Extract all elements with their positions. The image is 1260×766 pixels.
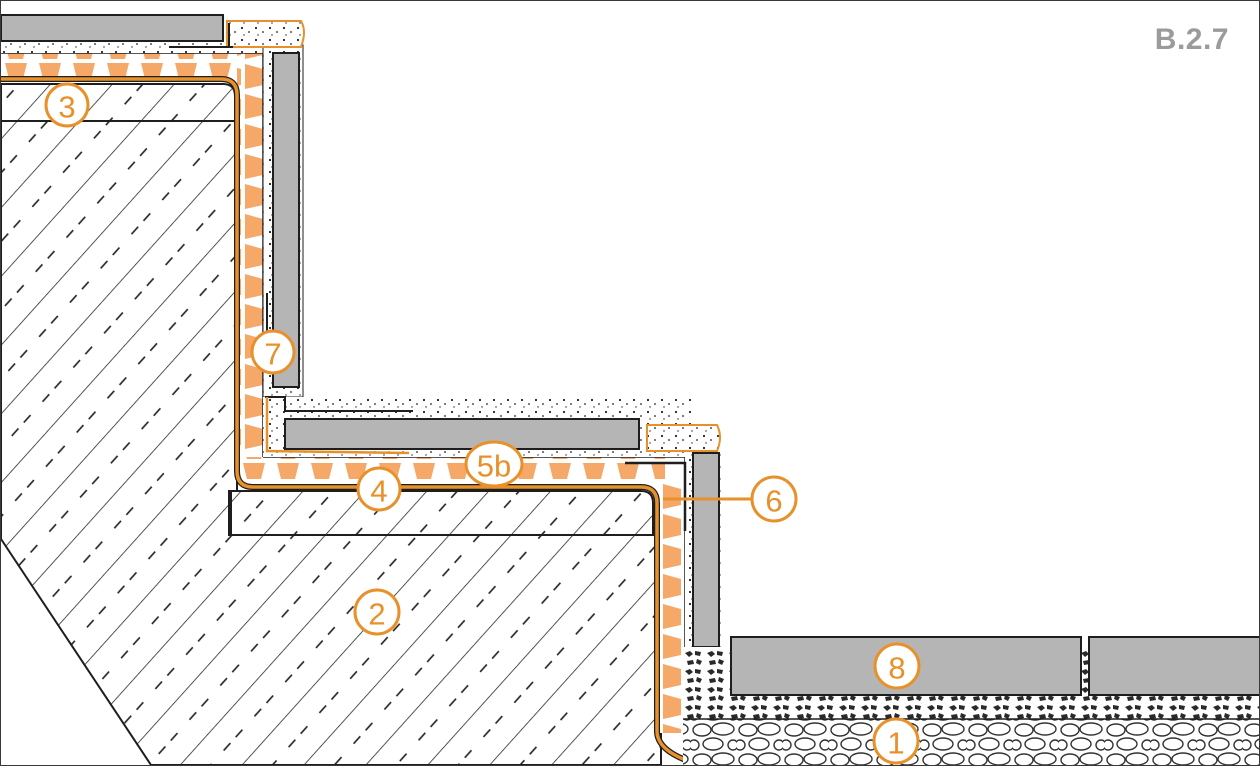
waterproof-membrane	[1, 76, 702, 765]
callout-2: 2	[353, 588, 401, 636]
callout-6: 6	[750, 475, 798, 523]
callout-2-label: 2	[368, 597, 385, 632]
callout-7-label: 7	[264, 337, 281, 372]
callout-4-label: 4	[370, 474, 387, 509]
callout-3-label: 3	[58, 90, 75, 125]
edge-profile	[169, 23, 687, 531]
callout-3: 3	[44, 82, 90, 128]
callout-4: 4	[356, 466, 402, 512]
callout-1-label: 1	[887, 726, 904, 761]
floor-tiles	[730, 636, 1259, 696]
callout-5b-label: 5b	[477, 449, 511, 484]
callout-8-label: 8	[888, 651, 905, 686]
figure-code: B.2.7	[1154, 23, 1229, 56]
callout-6-label: 6	[765, 484, 782, 519]
callout-1: 1	[872, 717, 920, 765]
callout-8: 8	[873, 642, 921, 690]
callout-7: 7	[250, 329, 296, 375]
callout-5b: 5b	[464, 440, 524, 488]
